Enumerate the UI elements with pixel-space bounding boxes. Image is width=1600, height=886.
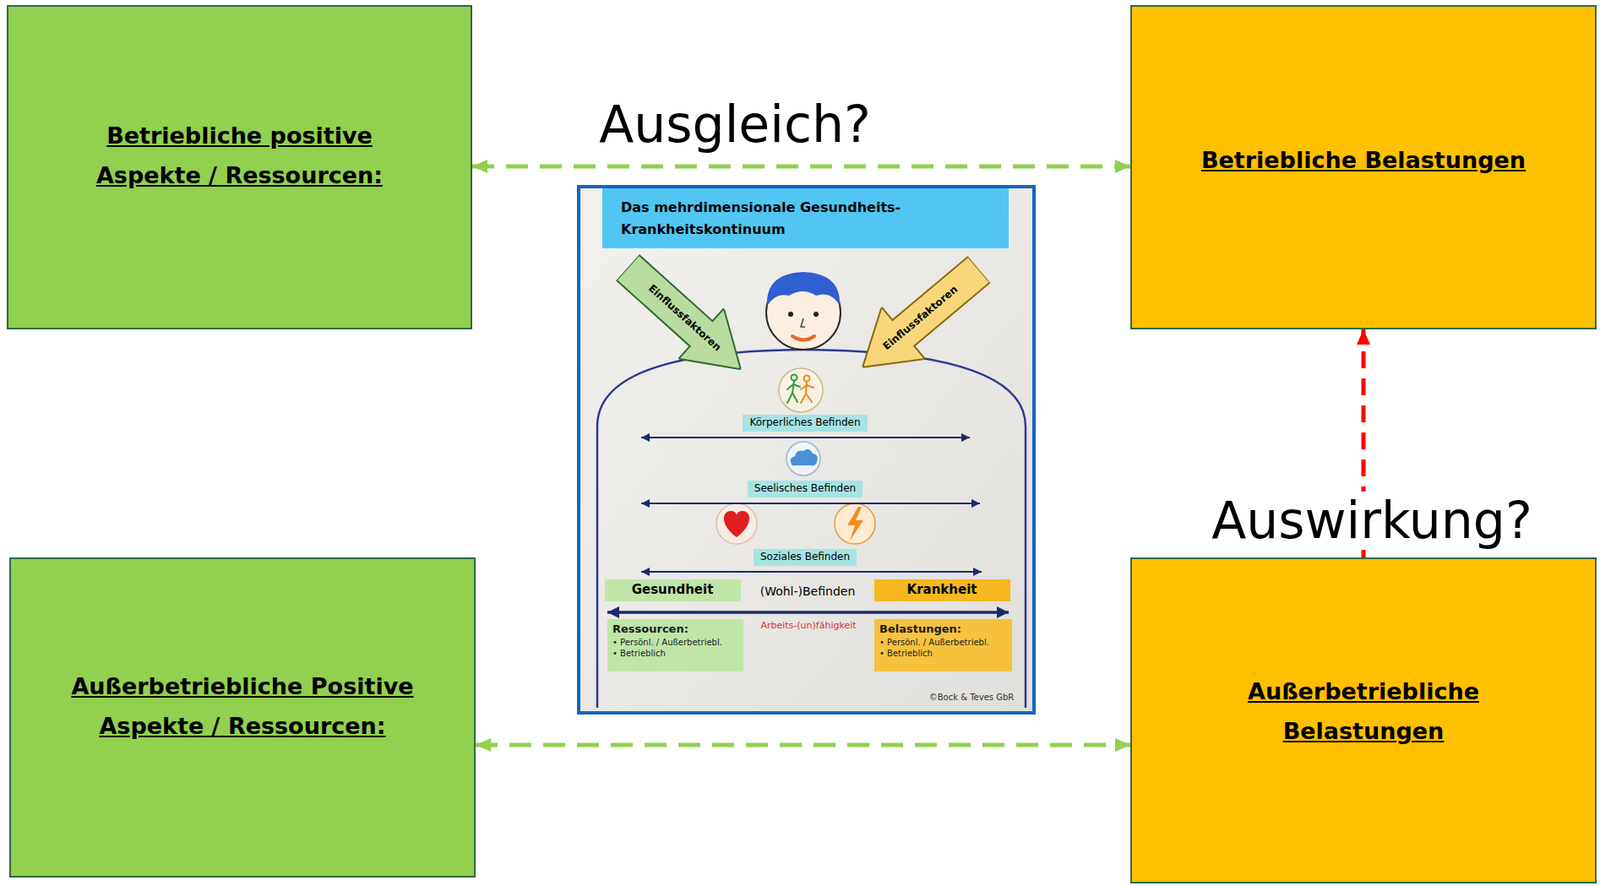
influence-arrow: Einflussfaktoren xyxy=(840,244,1001,394)
arrow-outline xyxy=(840,244,1001,394)
pole-label: Krankheit xyxy=(881,582,1004,599)
note-text: • Persönl. / Außerbetriebl. xyxy=(612,636,739,649)
dimension-bar: Soziales Befinden xyxy=(753,549,857,566)
dimension-bar: Körperliches Befinden xyxy=(742,414,867,432)
box-heading: Außerbetriebliche Positive Aspekte / Res… xyxy=(31,666,454,747)
scale-label: Arbeits-(un)fähigkeit xyxy=(760,620,856,632)
influence-arrow: Einflussfaktoren xyxy=(604,242,763,395)
note-text: • Persönl. / Außerbetriebl. xyxy=(879,636,1007,649)
icon-circle xyxy=(716,503,757,545)
stick-figure xyxy=(787,375,800,404)
connector-arrow xyxy=(475,743,1131,748)
icon-circle xyxy=(786,441,821,476)
box-heading: Außerbetriebliche Belastungen xyxy=(1202,671,1524,752)
cloud-icon xyxy=(786,441,821,476)
cloud xyxy=(790,449,818,466)
lightning-icon xyxy=(834,503,876,545)
resource-note: Ressourcen:• Persönl. / Außerbetriebl.• … xyxy=(607,619,744,672)
edge-label: Auswirkung? xyxy=(1204,491,1540,550)
arrow-label: Einflussfaktoren xyxy=(645,282,724,355)
scale-line xyxy=(641,571,982,573)
icon-circle xyxy=(778,368,823,413)
health-bar: Gesundheit xyxy=(604,579,741,602)
eye xyxy=(788,311,794,317)
note-text: Belastungen: xyxy=(879,621,1007,637)
dimension-label: Körperliches Befinden xyxy=(749,416,860,430)
dimension-label: Seelisches Befinden xyxy=(754,482,856,496)
eye xyxy=(813,311,819,317)
resource-box: Betriebliche positive Aspekte / Ressourc… xyxy=(6,5,473,330)
continuum-line xyxy=(607,610,1009,615)
figures-icon xyxy=(778,368,823,413)
heart-icon xyxy=(716,503,757,545)
heart xyxy=(723,511,750,538)
scale-line xyxy=(641,502,980,505)
stick-figure xyxy=(800,375,814,404)
note-text: Ressourcen: xyxy=(612,621,739,637)
arrow-outline xyxy=(604,242,763,395)
arch-outline xyxy=(597,349,1026,708)
poster-frame xyxy=(578,186,1035,713)
smile xyxy=(792,336,815,341)
stress-box: Außerbetriebliche Belastungen xyxy=(1130,557,1597,884)
box-heading: Betriebliche positive Aspekte / Ressourc… xyxy=(54,115,426,196)
illness-bar: Krankheit xyxy=(874,579,1011,602)
hair xyxy=(767,272,840,306)
arrow-label: Einflussfaktoren xyxy=(881,283,962,354)
scale-line xyxy=(641,436,970,439)
scale-label: (Wohl-)Befinden xyxy=(760,584,856,600)
dimension-label: Soziales Befinden xyxy=(760,550,850,565)
box-heading: Betriebliche Belastungen xyxy=(1201,140,1526,180)
icon-circle xyxy=(834,503,876,545)
dimension-bar: Seelisches Befinden xyxy=(747,480,863,498)
resource-box: Außerbetriebliche Positive Aspekte / Res… xyxy=(9,557,476,878)
copyright-note: ©Bock & Teves GbR xyxy=(929,692,1015,704)
nose xyxy=(800,318,806,327)
edge-label: Ausgleich? xyxy=(592,95,878,154)
poster-title: Das mehrdimensionale Gesundheits-Krankhe… xyxy=(620,196,951,240)
connector-arrow xyxy=(472,164,1131,169)
pole-label: Gesundheit xyxy=(611,582,735,599)
note-text: • Betrieblich xyxy=(612,647,739,660)
face-icon xyxy=(766,272,841,350)
lightning xyxy=(847,506,864,541)
poster-title-box: Das mehrdimensionale Gesundheits-Krankhe… xyxy=(602,188,1009,249)
stress-box: Betriebliche Belastungen xyxy=(1130,5,1597,330)
note-text: • Betrieblich xyxy=(879,647,1007,660)
stress-note: Belastungen:• Persönl. / Außerbetriebl.•… xyxy=(874,619,1013,672)
